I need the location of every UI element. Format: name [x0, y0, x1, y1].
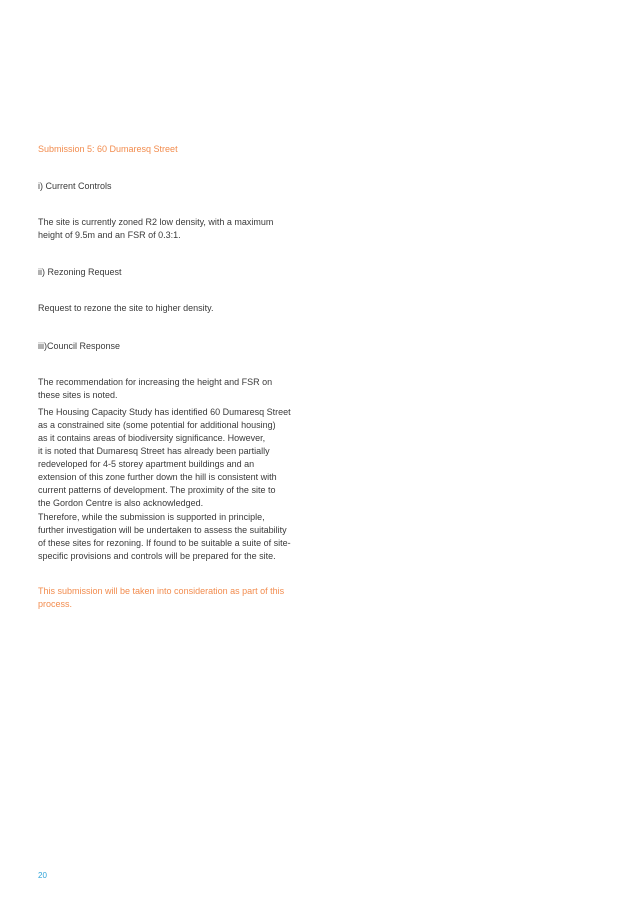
council-response-heading: iii)Council Response: [38, 341, 121, 351]
current-controls-heading: i) Current Controls: [38, 181, 112, 191]
council-response-paragraph: Therefore, while the submission is suppo…: [38, 512, 291, 561]
submission-title: Submission 5: 60 Dumaresq Street: [38, 144, 178, 154]
page-number: 20: [38, 871, 47, 880]
conclusion-text: This submission will be taken into consi…: [38, 586, 285, 609]
current-controls-text: The site is currently zoned R2 low densi…: [38, 217, 274, 240]
rezoning-request-heading: ii) Rezoning Request: [38, 267, 122, 277]
rezoning-request-text: Request to rezone the site to higher den…: [38, 303, 214, 313]
council-response-paragraph: The recommendation for increasing the he…: [38, 377, 273, 400]
council-response-paragraph: The Housing Capacity Study has identifie…: [38, 407, 291, 508]
